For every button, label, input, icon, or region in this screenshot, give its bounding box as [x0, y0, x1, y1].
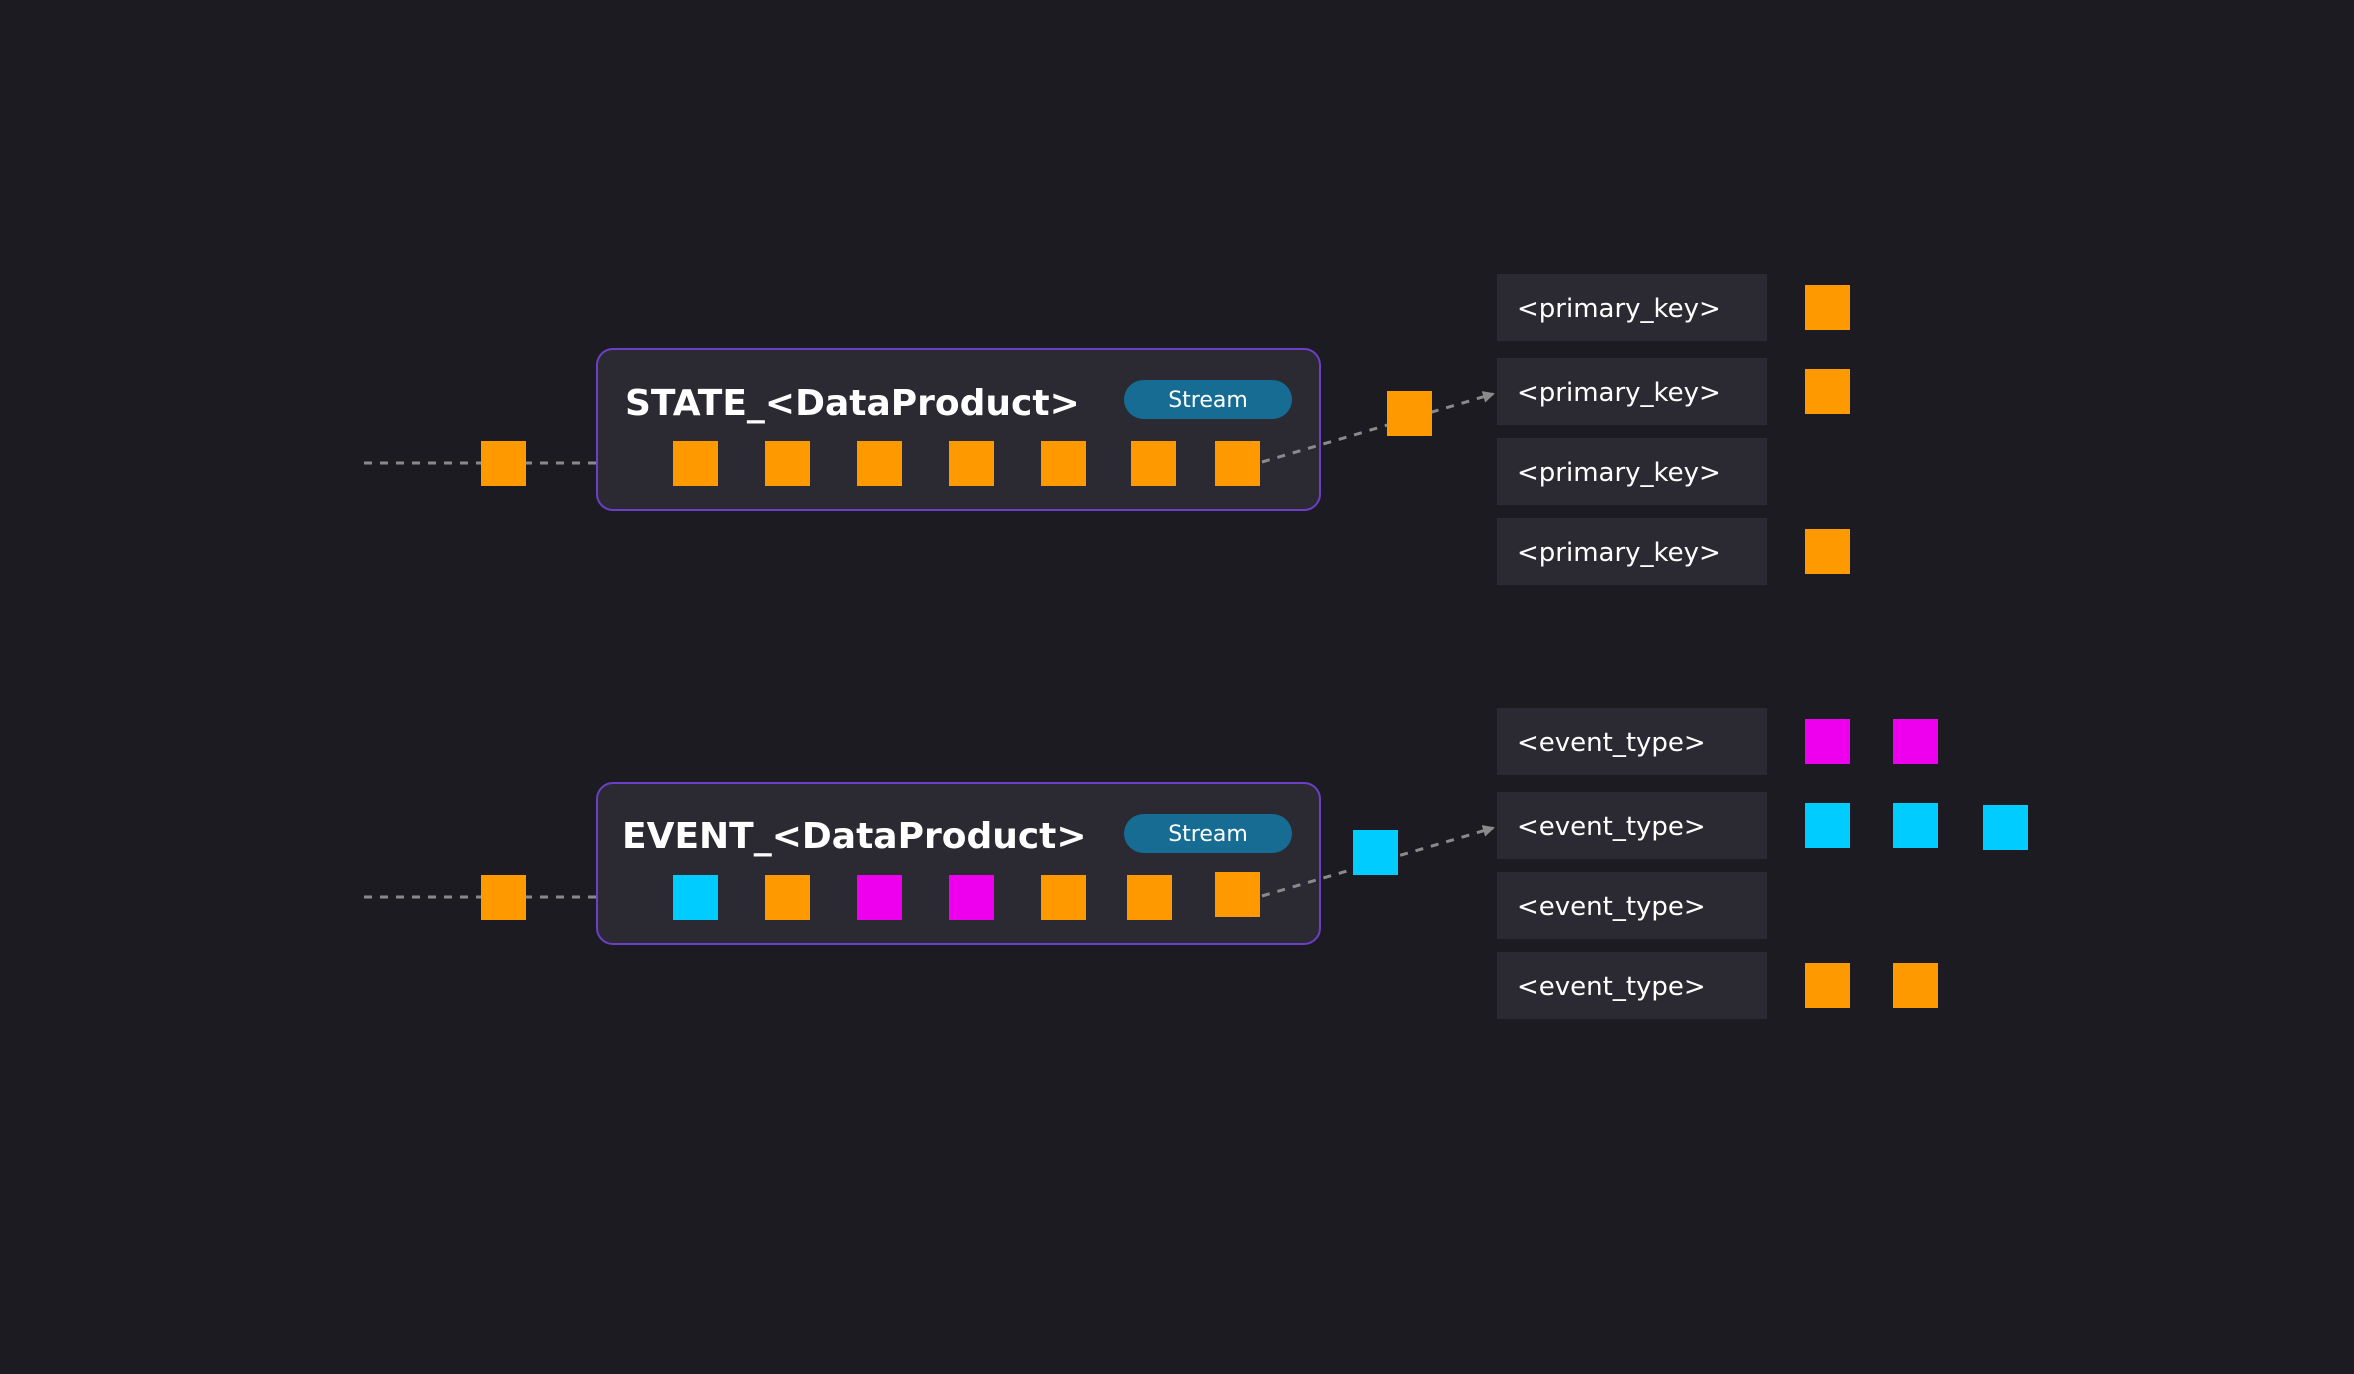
stream-item: [1215, 441, 1260, 486]
event-outgoing-item: [1353, 830, 1398, 875]
partition-label: <event_type>: [1517, 812, 1706, 842]
partition-row: <primary_key>: [1497, 358, 1850, 425]
event-stream-badge-label: Stream: [1168, 822, 1248, 847]
partition-row: <primary_key>: [1497, 274, 1850, 341]
partition-label-box: [1497, 708, 1767, 775]
event-stream-group: EVENT_<DataProduct> Stream <event_type>: [364, 708, 2028, 1019]
partition-label: <primary_key>: [1517, 458, 1721, 488]
partition-label: <event_type>: [1517, 972, 1706, 1002]
partition-row: <event_type>: [1497, 792, 2028, 859]
stream-item: [1041, 441, 1086, 486]
state-stream-badge: [1124, 380, 1292, 419]
state-partitions: <primary_key> <primary_key> <primary_key…: [1497, 274, 1850, 585]
state-stream-items: [673, 441, 1260, 486]
stream-item: [949, 441, 994, 486]
partition-item: [1805, 529, 1850, 574]
partition-label-box: [1497, 952, 1767, 1019]
partition-label-box: [1497, 518, 1767, 585]
partition-row: <event_type>: [1497, 708, 1938, 775]
partition-label-box: [1497, 438, 1767, 505]
partition-item: [1805, 285, 1850, 330]
event-stream-title: EVENT_<DataProduct>: [622, 816, 1087, 857]
partition-item: [1805, 369, 1850, 414]
partition-item: [1805, 719, 1850, 764]
state-stream-group: STATE_<DataProduct> Stream <primary_key>: [364, 274, 1850, 585]
state-stream-title: STATE_<DataProduct>: [625, 383, 1080, 424]
event-stream-items: [673, 872, 1260, 920]
event-stream-badge: [1124, 814, 1292, 853]
partition-label: <event_type>: [1517, 892, 1706, 922]
stream-item: [1215, 872, 1260, 917]
stream-item: [1041, 875, 1086, 920]
partition-item: [1893, 719, 1938, 764]
partition-row: <primary_key>: [1497, 438, 1767, 505]
stream-item: [673, 875, 718, 920]
partition-label: <primary_key>: [1517, 294, 1721, 324]
stream-item: [857, 875, 902, 920]
stream-item: [949, 875, 994, 920]
stream-item: [765, 441, 810, 486]
partition-label: <primary_key>: [1517, 538, 1721, 568]
partition-row: <primary_key>: [1497, 518, 1850, 585]
partition-item: [1805, 803, 1850, 848]
partition-label-box: [1497, 792, 1767, 859]
stream-item: [765, 875, 810, 920]
partition-row: <event_type>: [1497, 872, 1767, 939]
stream-item: [857, 441, 902, 486]
state-incoming-item: [481, 441, 526, 486]
state-stream-badge-label: Stream: [1168, 388, 1248, 413]
partition-label: <event_type>: [1517, 728, 1706, 758]
event-partitions: <event_type> <event_type> <event_type> <…: [1497, 708, 2028, 1019]
stream-item: [1127, 875, 1172, 920]
partition-item: [1983, 805, 2028, 850]
partition-item: [1893, 803, 1938, 848]
event-incoming-item: [481, 875, 526, 920]
partition-row: <event_type>: [1497, 952, 1938, 1019]
partition-item: [1805, 963, 1850, 1008]
partition-label-box: [1497, 358, 1767, 425]
partition-label-box: [1497, 274, 1767, 341]
partition-label-box: [1497, 872, 1767, 939]
stream-item: [673, 441, 718, 486]
stream-item: [1131, 441, 1176, 486]
partition-label: <primary_key>: [1517, 378, 1721, 408]
state-outgoing-item: [1387, 391, 1432, 436]
partition-item: [1893, 963, 1938, 1008]
